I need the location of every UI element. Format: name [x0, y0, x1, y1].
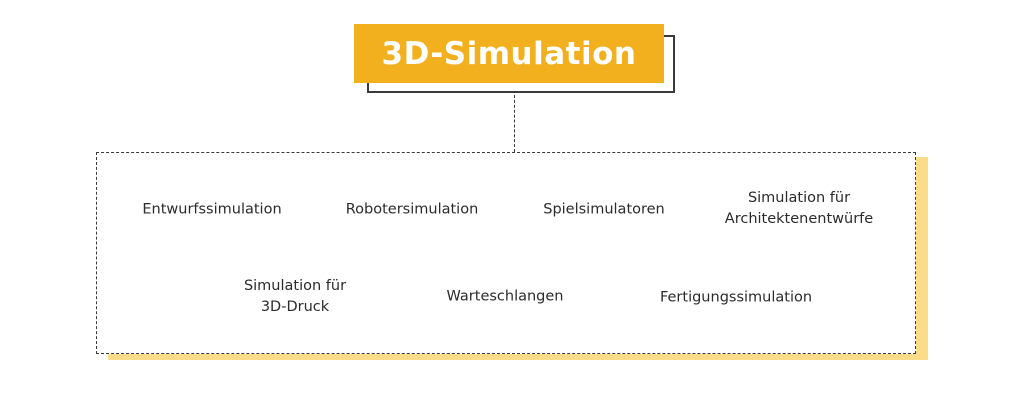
item-label-line-2: Architektenentwürfe [724, 211, 874, 227]
item-spielsimulatoren: Spielsimulatoren [543, 200, 665, 221]
item-label: Warteschlangen [446, 288, 564, 305]
title-box: 3D-Simulation [354, 24, 664, 83]
item-3d-druck: Simulation für 3D-Druck [244, 276, 346, 318]
item-label: Fertigungssimulation [659, 289, 813, 306]
item-architektenentwuerfe: Simulation für Architektenentwürfe [725, 188, 873, 230]
items-box: Entwurfssimulation Robotersimulation Spi… [96, 152, 916, 354]
item-label-line-1: Simulation für [243, 278, 347, 294]
diagram-title: 3D-Simulation [381, 35, 637, 72]
item-robotersimulation: Robotersimulation [346, 200, 479, 221]
item-label-line-1: Simulation für [747, 190, 851, 206]
item-label-line-2: 3D-Druck [260, 299, 330, 315]
item-label: Spielsimulatoren [543, 201, 665, 218]
item-fertigungssimulation: Fertigungssimulation [660, 288, 812, 309]
connector-line [514, 95, 515, 152]
item-label: Robotersimulation [345, 201, 479, 218]
item-warteschlangen: Warteschlangen [447, 287, 564, 308]
item-label: Entwurfssimulation [142, 201, 282, 218]
item-entwurfssimulation: Entwurfssimulation [142, 200, 281, 221]
